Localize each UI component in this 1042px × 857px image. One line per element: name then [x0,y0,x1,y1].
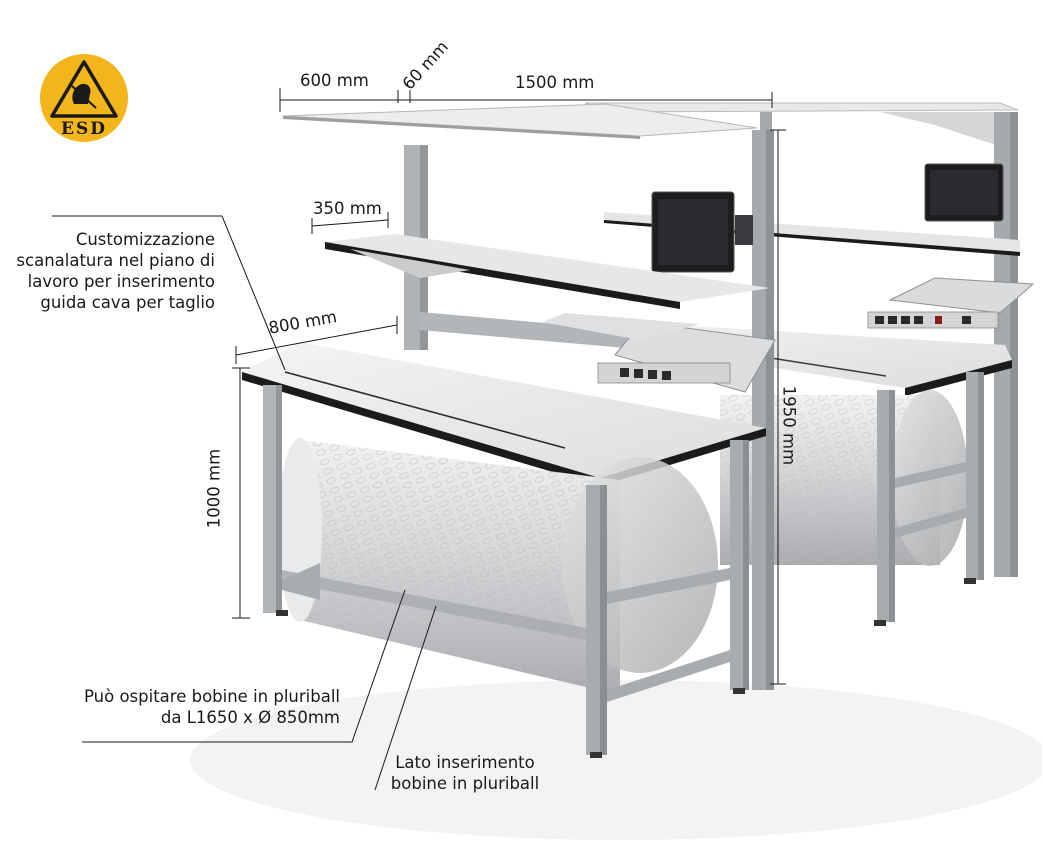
callout-groove-line: Customizzazione [75,230,215,249]
dim-shelf-depth: 350 mm [313,199,382,218]
esd-badge-text: ESD [61,119,107,139]
dim-depth-upper: 600 mm [300,71,369,90]
callout-insert-side: Lato inserimento bobine in pluriball [375,752,555,794]
dim-height-total: 1950 mm [779,385,799,466]
callout-capacity-line: da L1650 x Ø 850mm [160,708,340,727]
callout-insert-side-line: Lato inserimento [395,753,535,772]
dimension-lines [232,88,786,685]
callout-leaders [52,215,437,791]
callout-capacity: Può ospitare bobine in pluriball da L165… [40,686,340,728]
dim-width: 1500 mm [515,73,595,92]
callout-insert-side-line: bobine in pluriball [390,774,540,793]
callout-capacity-line: Può ospitare bobine in pluriball [83,687,340,706]
esd-badge: ESD [40,54,128,142]
front-workbench [242,103,776,758]
callout-groove-line: guida cava per taglio [40,293,215,312]
dim-height-top: 1000 mm [204,448,224,529]
callout-groove-line: scanalatura nel piano di [16,251,215,270]
callout-groove-line: lavoro per inserimento [27,272,215,291]
floor-shadow [190,680,1042,840]
callout-groove: Customizzazione scanalatura nel piano di… [10,229,215,313]
